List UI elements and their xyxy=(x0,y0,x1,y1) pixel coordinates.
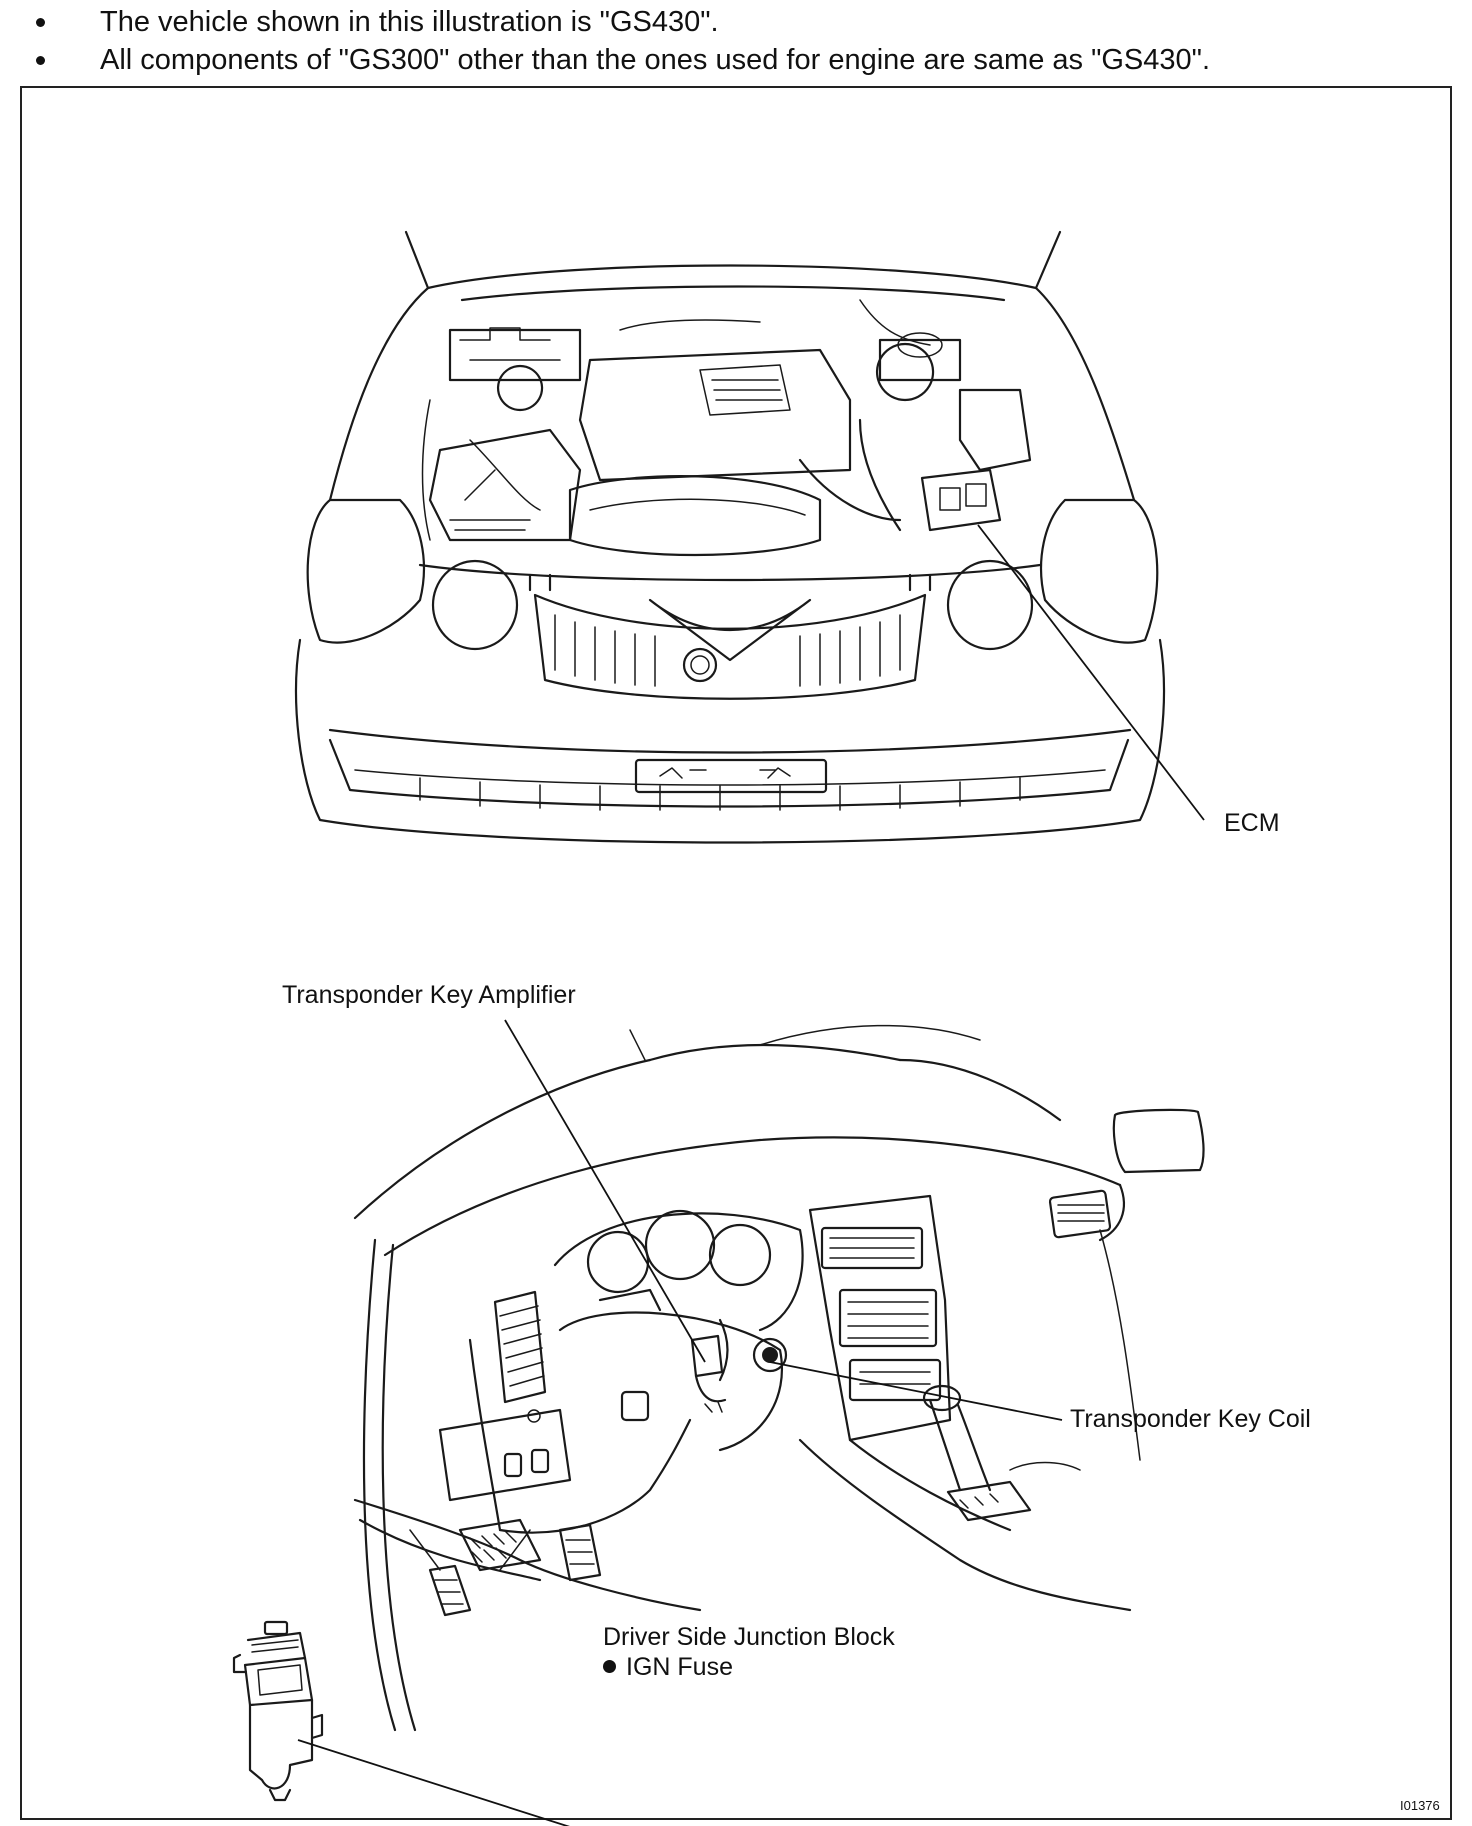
transponder-key-coil-label: Transponder Key Coil xyxy=(1070,1405,1311,1433)
note-text: The vehicle shown in this illustration i… xyxy=(100,6,719,38)
driver-side-junction-block-label: Driver Side Junction Block xyxy=(603,1623,895,1651)
junction-block-illustration xyxy=(232,1620,324,1802)
bullet-icon xyxy=(36,18,45,27)
ecm-label: ECM xyxy=(1224,809,1280,837)
dashboard-illustration xyxy=(353,1024,1205,1732)
figure-code: I01376 xyxy=(1400,1798,1440,1813)
transponder-key-amplifier-label: Transponder Key Amplifier xyxy=(282,981,576,1009)
ign-fuse-text: IGN Fuse xyxy=(626,1653,733,1681)
diagram-frame xyxy=(20,86,1452,1820)
notes-list: The vehicle shown in this illustration i… xyxy=(30,4,1450,80)
bullet-icon xyxy=(603,1660,616,1673)
bullet-icon xyxy=(36,56,45,65)
leader-lines xyxy=(297,524,1205,1826)
note-item: The vehicle shown in this illustration i… xyxy=(30,4,1450,42)
car-front-illustration xyxy=(294,230,1166,844)
note-item: All components of "GS300" other than the… xyxy=(30,42,1450,80)
ign-fuse-label: IGN Fuse xyxy=(603,1652,733,1682)
note-text: All components of "GS300" other than the… xyxy=(100,44,1211,76)
